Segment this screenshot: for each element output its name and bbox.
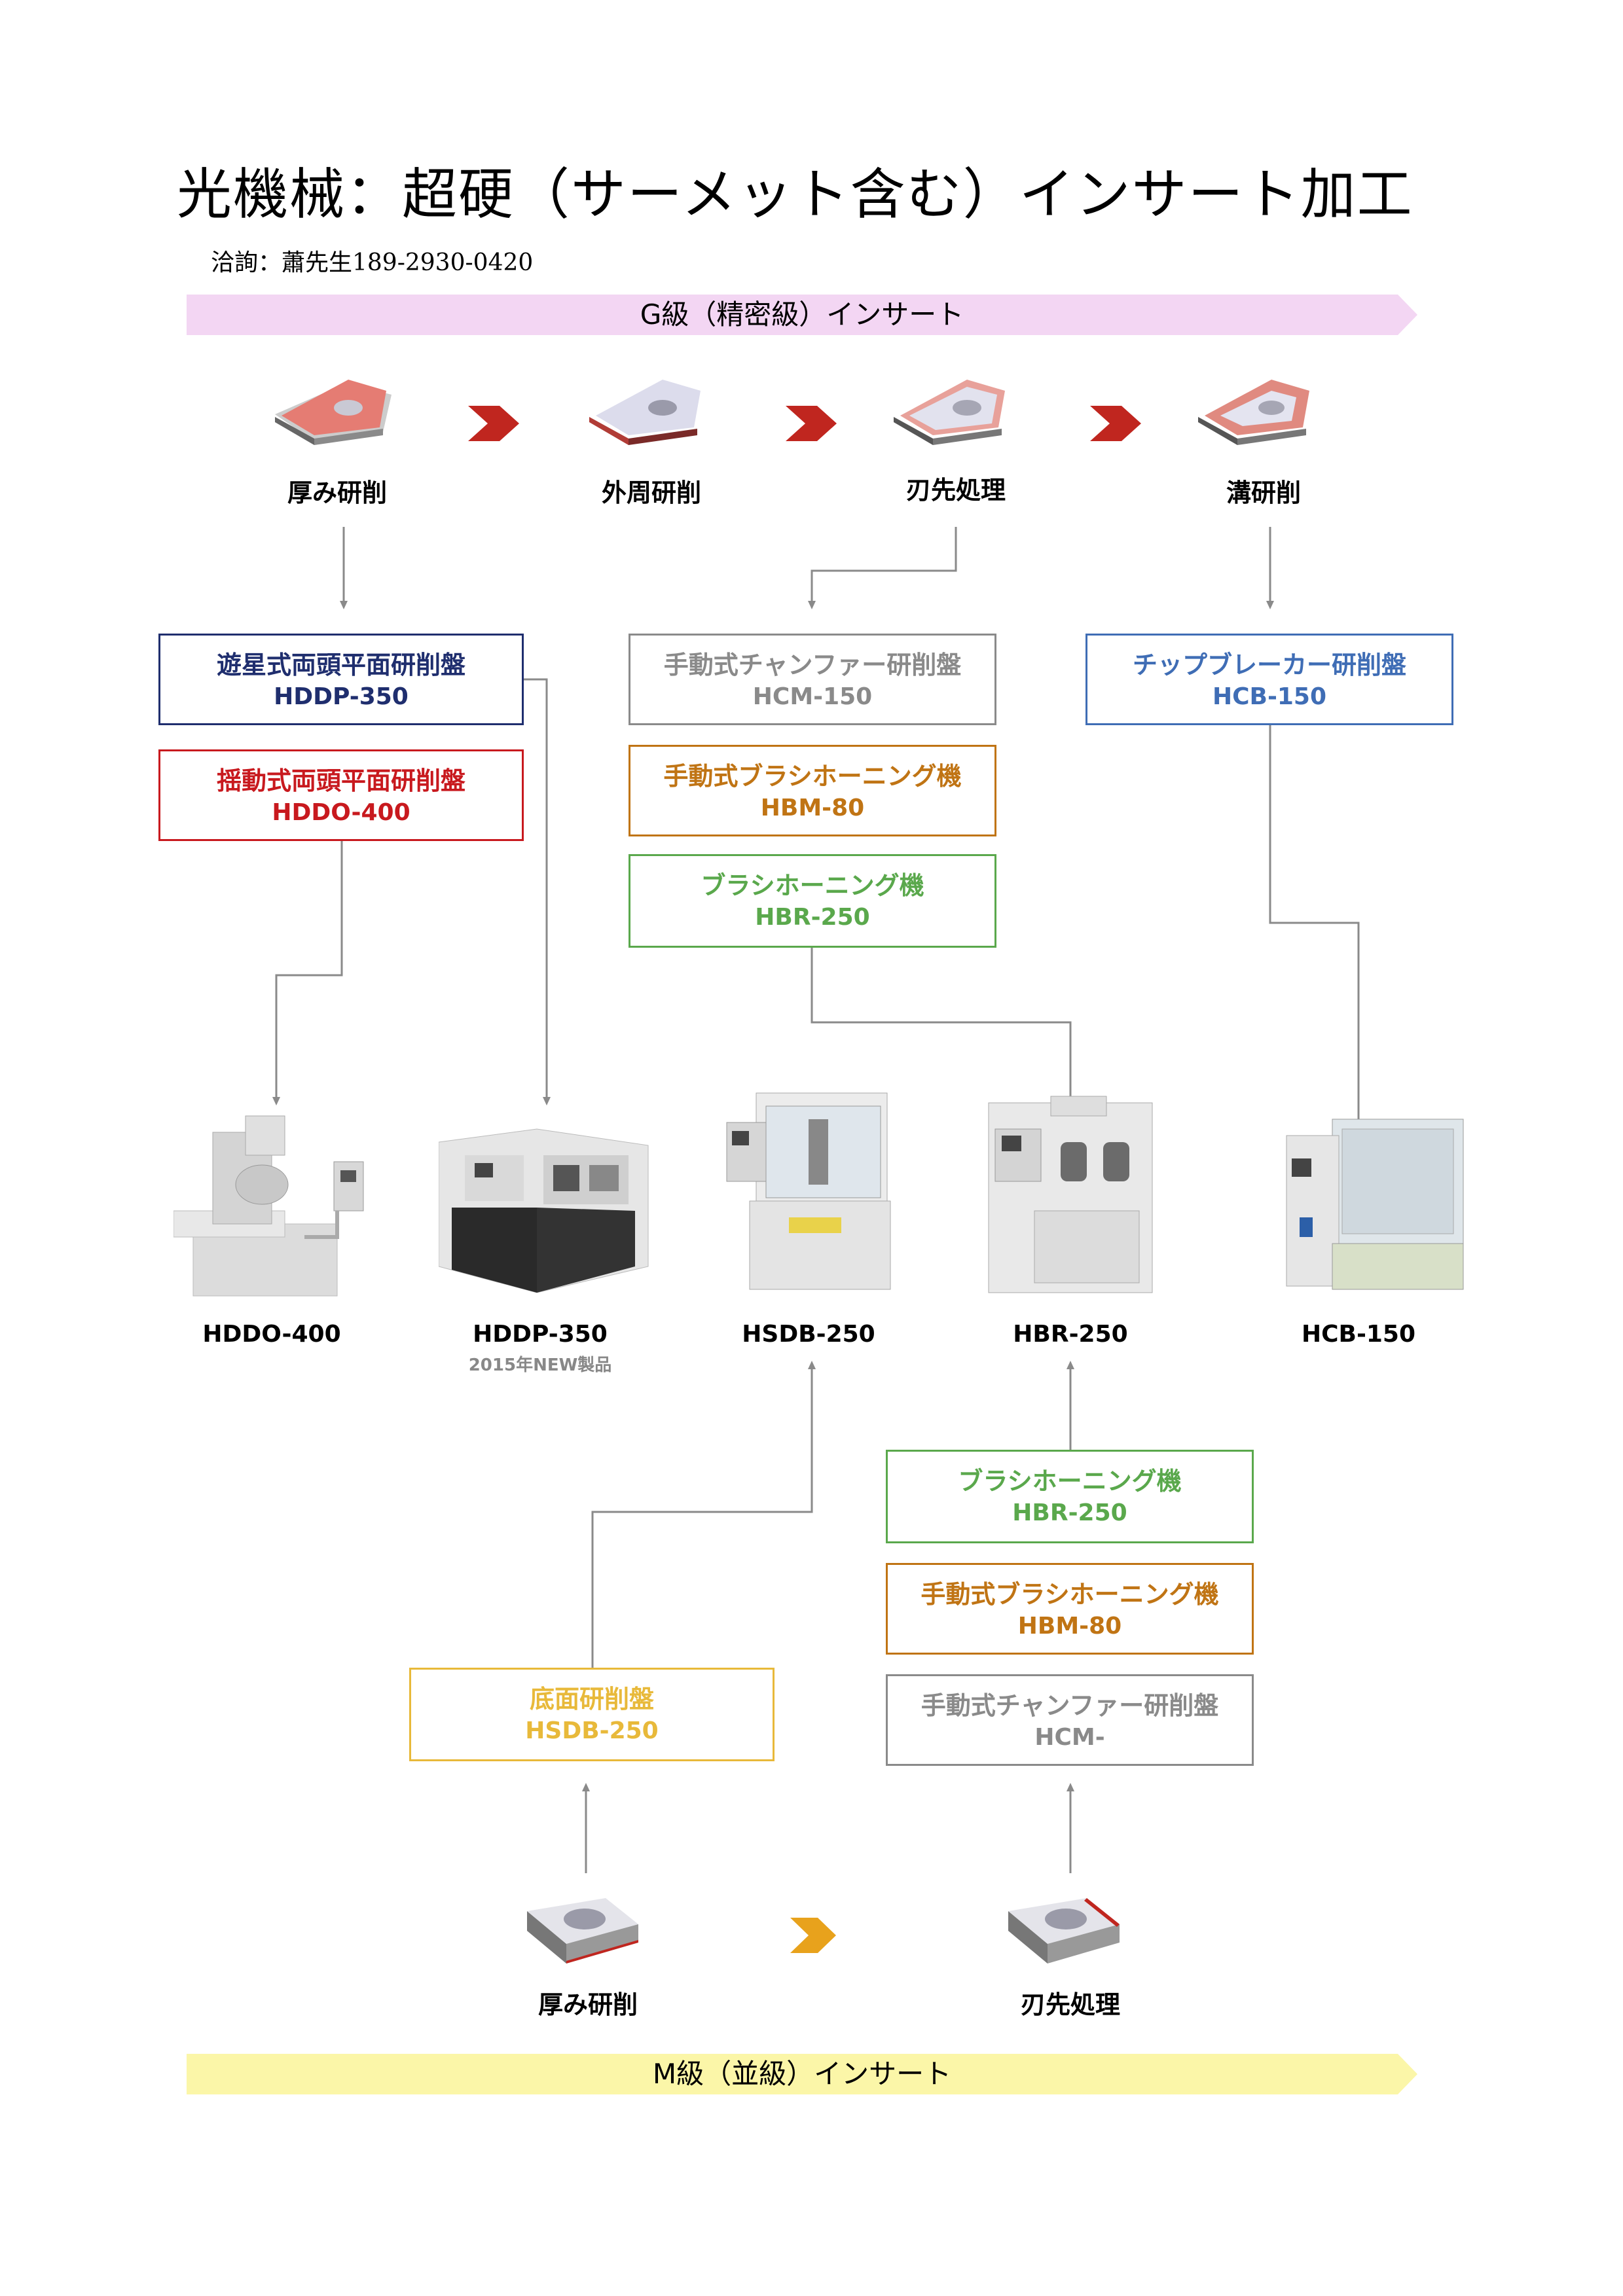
box-m-hsdb-250: 底面研削盤 HSDB-250 [409,1668,775,1761]
box-hddp-name: 遊星式両頭平面研削盤 [216,651,465,679]
machine-label-hddp-350: HDDP-350 [473,1321,608,1348]
machine-label-hsdb-250: HSDB-250 [742,1321,875,1348]
square-insert-edge-icon [1008,1892,1126,1973]
connector-edge-to-hcm [808,527,957,609]
m-step-edge: 刃先処理 [1020,1990,1120,2019]
connector-hcb-to-machine [1269,725,1362,1139]
connector-hsdb-to-machine [591,1361,816,1668]
box-m-hbr-name: ブラシホーニング機 [958,1467,1182,1496]
machine-label-hddo-400: HDDO-400 [202,1321,341,1348]
triangle-insert-edge-icon [894,376,1025,451]
box-hddo-name: 揺動式両頭平面研削盤 [216,766,465,795]
box-hddp-model: HDDP-350 [274,683,409,710]
box-hbm-80: 手動式ブラシホーニング機 HBM-80 [629,745,996,836]
box-hcb-name: チップブレーカー研削盤 [1132,651,1406,679]
connector-hbr-to-machine [811,948,1074,1105]
machine-hddo-400-image [173,1115,364,1297]
g-step-thickness: 厚み研削 [287,478,387,507]
box-hddo-model: HDDO-400 [272,799,410,826]
g-step-periphery: 外周研削 [601,478,701,507]
connector-hddo-to-machine [272,841,343,1105]
machine-note-hddp-350: 2015年NEW製品 [468,1355,612,1375]
banner-arrow-shape [187,2054,1417,2094]
box-hcb-150: チップブレーカー研削盤 HCB-150 [1085,634,1453,725]
machine-hcb-150-image [1286,1119,1464,1290]
machine-label-hbr-250: HBR-250 [1013,1321,1128,1348]
machine-hbr-250-image [988,1096,1153,1293]
box-m-hcm-model: HCM- [1034,1724,1105,1751]
box-m-hsdb-name: 底面研削盤 [529,1685,654,1713]
page-title: 光機械：超硬（サーメット含む）インサート加工 [177,162,1413,226]
chevron-right-icon [468,406,519,441]
connector-hddp-to-machine [524,678,551,1105]
box-hcb-model: HCB-150 [1212,683,1327,710]
machine-hsdb-250-image [726,1092,891,1290]
chevron-right-icon [1090,406,1141,441]
box-hbr-250: ブラシホーニング機 HBR-250 [629,854,996,948]
m-grade-banner-text: M級（並級）インサート [652,2058,952,2090]
box-m-hbm-model: HBM-80 [1017,1613,1122,1640]
chevron-right-icon [790,1918,836,1953]
banner-arrow-shape [187,295,1417,335]
m-step-thickness: 厚み研削 [538,1990,638,2019]
contact-info: 洽詢：蕭先生189-2930-0420 [211,249,534,276]
box-m-hbm-80: 手動式ブラシホーニング機 HBM-80 [886,1563,1254,1655]
chevron-right-icon [786,406,837,441]
box-m-hsdb-model: HSDB-250 [525,1717,659,1744]
g-step-groove: 溝研削 [1226,478,1301,507]
g-step-edge: 刃先処理 [905,476,1006,505]
box-hddp-350: 遊星式両頭平面研削盤 HDDP-350 [158,634,524,725]
triangle-insert-groove-icon [1198,376,1329,451]
box-hbm-model: HBM-80 [760,795,865,821]
machine-label-hcb-150: HCB-150 [1301,1321,1416,1348]
box-hcm-150: 手動式チャンファー研削盤 HCM-150 [629,634,996,725]
box-hddo-400: 揺動式両頭平面研削盤 HDDO-400 [158,749,524,841]
m-grade-banner: M級（並級）インサート [187,2054,1417,2094]
triangle-insert-periphery-icon [589,376,720,451]
box-m-hbr-model: HBR-250 [1012,1499,1127,1526]
box-hcm-model: HCM-150 [752,683,873,710]
box-m-hbr-250: ブラシホーニング機 HBR-250 [886,1450,1254,1543]
box-m-hcm-name: 手動式チャンファー研削盤 [921,1691,1219,1720]
machine-hddp-350-image [439,1128,649,1293]
box-hbm-name: 手動式ブラシホーニング機 [663,762,962,791]
box-hbr-model: HBR-250 [755,904,870,931]
box-m-hcm: 手動式チャンファー研削盤 HCM- [886,1674,1254,1766]
triangle-insert-thickness-icon [275,376,406,451]
g-grade-banner-text: G級（精密級）インサート [640,298,964,331]
box-hbr-name: ブラシホーニング機 [701,871,924,900]
square-insert-thickness-icon [527,1892,645,1973]
box-hcm-name: 手動式チャンファー研削盤 [663,651,962,679]
g-grade-banner: G級（精密級）インサート [187,295,1417,335]
box-m-hbm-name: 手動式ブラシホーニング機 [921,1580,1219,1609]
